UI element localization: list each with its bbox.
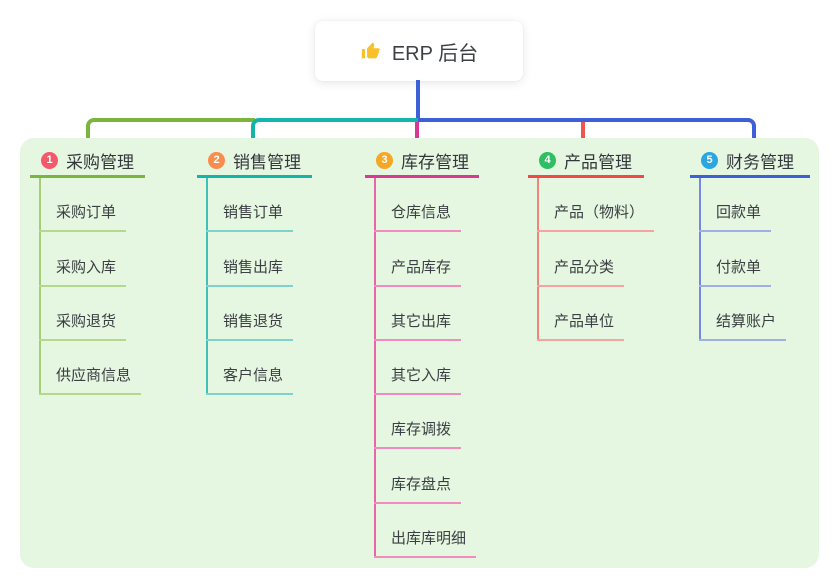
mindmap-canvas xyxy=(20,138,819,568)
root-node[interactable]: ERP 后台 xyxy=(315,21,523,81)
branch-label: 销售管理 xyxy=(233,153,301,172)
branch-node[interactable]: 5 财务管理 xyxy=(690,146,810,178)
child-node[interactable]: 采购退货 xyxy=(39,287,127,341)
branch-label: 采购管理 xyxy=(66,153,134,172)
child-node[interactable]: 库存盘点 xyxy=(374,449,462,504)
numbered-badge-icon: 1 xyxy=(41,152,58,169)
thumbs-up-icon xyxy=(360,40,382,62)
branch-column-inventory: 3 库存管理 仓库信息 产品库存 其它出库 其它入库 库存调拨 库存盘点 出库库… xyxy=(365,146,479,559)
branch-3-connector-line xyxy=(415,122,419,143)
root-connector-line xyxy=(416,80,420,118)
child-node[interactable]: 回款单 xyxy=(699,178,772,233)
child-node[interactable]: 销售订单 xyxy=(206,178,294,233)
child-node[interactable]: 销售出库 xyxy=(206,232,294,287)
branch-child-line xyxy=(374,178,376,558)
branch-column-product: 4 产品管理 产品（物料） 产品分类 产品单位 xyxy=(528,146,655,341)
branch-column-sales: 2 销售管理 销售订单 销售出库 销售退货 客户信息 xyxy=(197,146,312,396)
child-node[interactable]: 供应商信息 xyxy=(39,341,142,396)
branch-node[interactable]: 4 产品管理 xyxy=(528,146,644,178)
child-node[interactable]: 库存调拨 xyxy=(374,395,462,450)
branch-node[interactable]: 1 采购管理 xyxy=(30,146,145,178)
branch-label: 库存管理 xyxy=(401,153,469,172)
child-node[interactable]: 采购订单 xyxy=(39,178,127,233)
child-node[interactable]: 出库库明细 xyxy=(374,504,477,559)
numbered-badge-icon: 2 xyxy=(208,152,225,169)
branch-label: 产品管理 xyxy=(564,153,632,172)
branch-label: 财务管理 xyxy=(726,153,794,172)
child-node[interactable]: 销售退货 xyxy=(206,287,294,341)
child-node[interactable]: 产品单位 xyxy=(537,287,625,341)
branch-column-purchase: 1 采购管理 采购订单 采购入库 采购退货 供应商信息 xyxy=(30,146,145,396)
numbered-badge-icon: 4 xyxy=(539,152,556,169)
child-node[interactable]: 其它出库 xyxy=(374,287,462,341)
child-node[interactable]: 结算账户 xyxy=(699,287,787,341)
child-node[interactable]: 其它入库 xyxy=(374,341,462,396)
branch-5-connector-line xyxy=(418,118,756,147)
root-node-label: ERP 后台 xyxy=(391,42,479,65)
child-node[interactable]: 付款单 xyxy=(699,232,772,287)
branch-child-line xyxy=(699,178,701,341)
branch-2-connector-line xyxy=(251,118,422,147)
branch-child-line xyxy=(537,178,539,341)
branch-node[interactable]: 2 销售管理 xyxy=(197,146,312,178)
numbered-badge-icon: 5 xyxy=(701,152,718,169)
branch-column-finance: 5 财务管理 回款单 付款单 结算账户 xyxy=(690,146,810,341)
child-node[interactable]: 采购入库 xyxy=(39,232,127,287)
numbered-badge-icon: 3 xyxy=(376,152,393,169)
branch-node[interactable]: 3 库存管理 xyxy=(365,146,479,178)
branch-4-connector-line xyxy=(581,122,585,143)
child-node[interactable]: 客户信息 xyxy=(206,341,294,396)
child-node[interactable]: 产品（物料） xyxy=(537,178,655,233)
child-node[interactable]: 仓库信息 xyxy=(374,178,462,233)
branch-1-connector-line xyxy=(86,118,255,147)
child-node[interactable]: 产品分类 xyxy=(537,232,625,287)
child-node[interactable]: 产品库存 xyxy=(374,232,462,287)
